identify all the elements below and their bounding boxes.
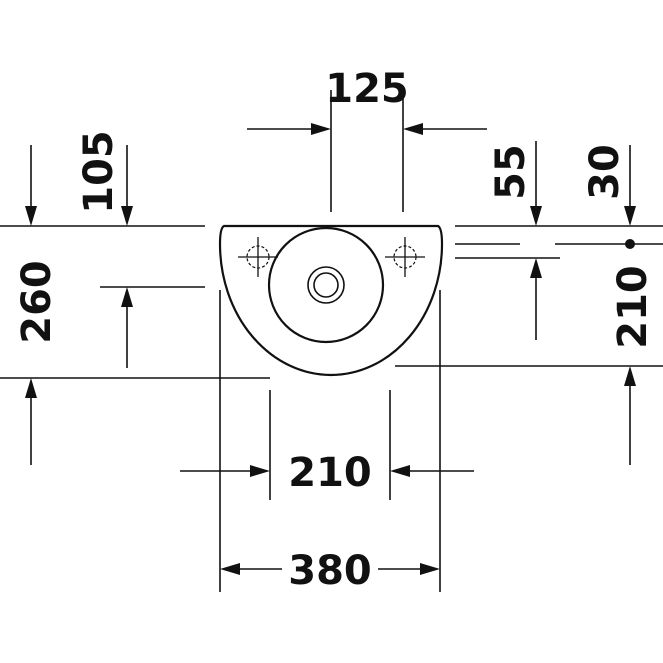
dimension-260: 260 <box>0 260 270 465</box>
dimension-125: 125 <box>247 66 487 212</box>
tap-hole-right <box>385 237 425 277</box>
dimension-label-210-horizontal: 210 <box>288 450 372 496</box>
dimension-label-105: 105 <box>76 130 122 214</box>
drain-outer <box>307 266 345 304</box>
dimension-30: 30 <box>582 144 636 226</box>
dimension-label-30: 30 <box>582 144 628 200</box>
dimension-105: 105 <box>25 130 133 226</box>
dimension-label-210-vertical: 210 <box>610 265 656 349</box>
dimension-label-260: 260 <box>14 260 60 344</box>
bowl-basin <box>267 226 385 344</box>
dimension-label-125: 125 <box>325 66 409 112</box>
dimension-label-380: 380 <box>288 548 372 594</box>
tap-hole-left <box>238 237 278 277</box>
drain-inner <box>313 272 339 298</box>
fixing-point <box>625 239 635 249</box>
dimension-210-vertical: 210 <box>395 265 663 465</box>
dimension-label-55: 55 <box>488 144 534 200</box>
dimension-55: 55 <box>488 141 542 340</box>
basin-outline <box>218 224 444 377</box>
dimension-210-horizontal: 210 <box>180 390 474 500</box>
right-reference-lines <box>455 225 663 259</box>
dimension-380: 380 <box>219 290 441 594</box>
